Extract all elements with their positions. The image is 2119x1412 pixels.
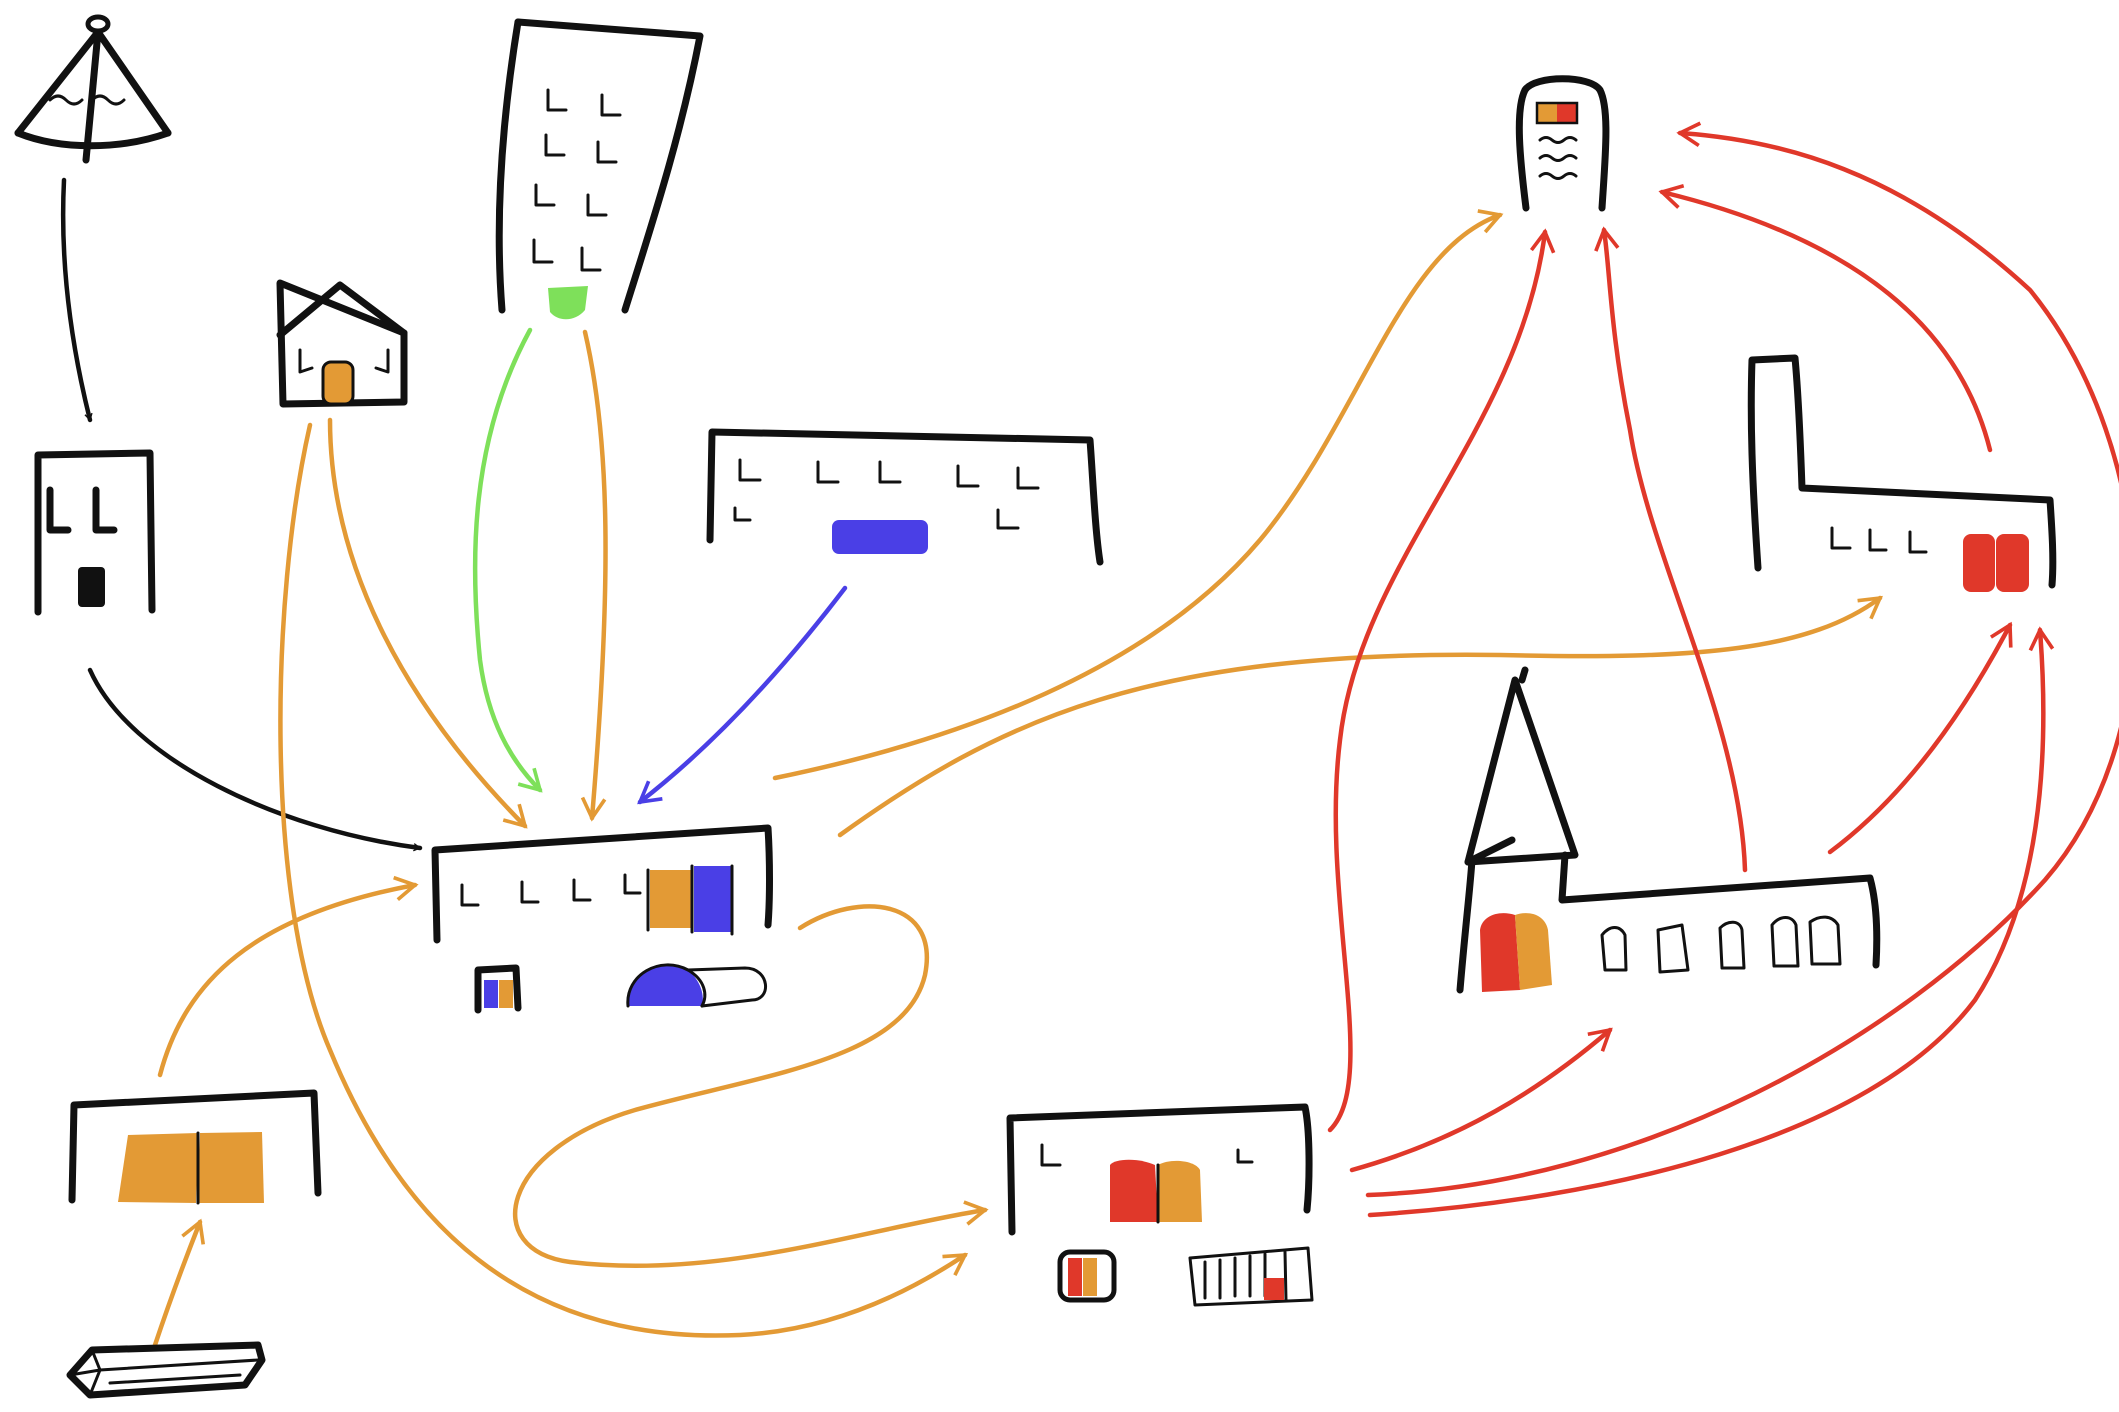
edge-factory-to-tower: [1658, 183, 1993, 453]
edge-house-to-lower-hub: [278, 422, 969, 1338]
edge-small-building-to-central-hub: [87, 667, 423, 852]
edge-church-to-tower: [1594, 226, 1748, 873]
edge-central-hub-to-tower: [772, 209, 1504, 781]
edge-crate-to-warehouse: [152, 1218, 206, 1348]
church-icon: [1456, 666, 1881, 994]
warehouse-icon: [68, 1089, 322, 1205]
edge-lower-hub-to-factory: [1367, 626, 2055, 1218]
edges: [60, 121, 2119, 1348]
edge-central-hub-to-lower-hub: [512, 904, 989, 1269]
central-hub-building-icon: [431, 824, 773, 1014]
edge-lower-hub-to-church: [1349, 1027, 1613, 1173]
edge-tent-to-small-building: [60, 177, 93, 423]
edge-central-hub-to-factory: [837, 595, 1883, 838]
edge-lower-hub-to-tower-left: [1327, 228, 1556, 1133]
factory-icon: [1747, 354, 2057, 592]
wide-building-icon: [706, 428, 1104, 566]
edge-house-to-central-hub: [327, 417, 528, 829]
crate-icon: [66, 1341, 266, 1399]
edge-church-to-factory: [1827, 621, 2013, 855]
tower-icon: [1515, 75, 1610, 212]
edge-skyscraper-to-central-hub-orange: [580, 329, 608, 822]
edge-wide-building-to-central-hub: [637, 585, 848, 805]
tent-icon: [14, 14, 172, 164]
edge-warehouse-to-central-hub: [157, 875, 419, 1078]
house-icon: [276, 279, 408, 408]
edge-skyscraper-to-central-hub-green: [472, 327, 543, 793]
edge-lower-hub-to-tower-right: [1365, 121, 2119, 1198]
lower-hub-building-icon: [1006, 1103, 1314, 1307]
small-building-icon: [34, 449, 156, 616]
skyscraper-icon: [495, 18, 704, 320]
